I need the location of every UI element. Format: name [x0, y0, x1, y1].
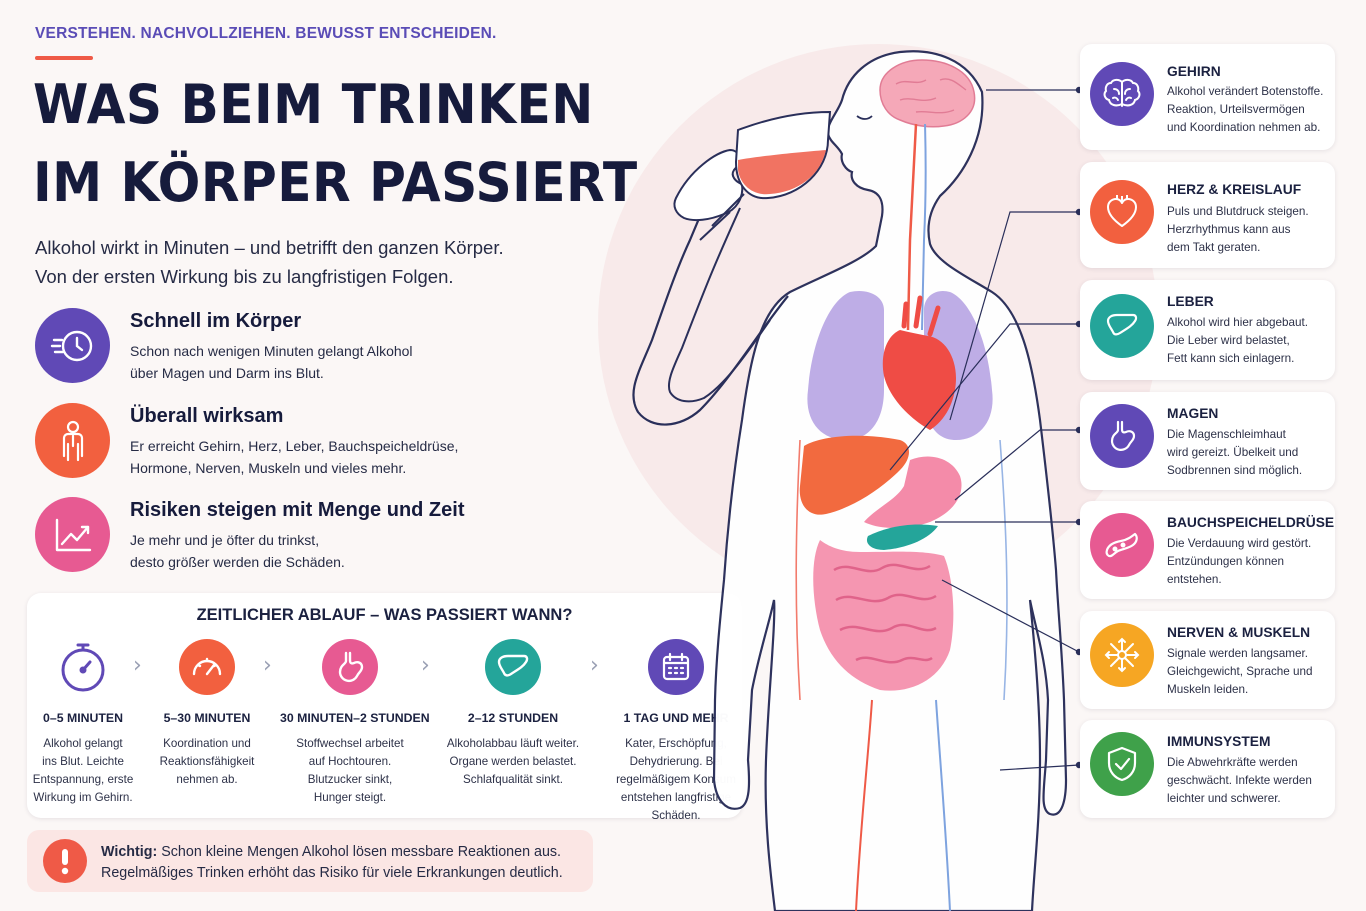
timeline-step: 2–12 STUNDEN Alkoholabbau läuft weiter.O…: [443, 631, 583, 789]
lead-text: Alkohol wirkt in Minuten – und betrifft …: [35, 233, 504, 291]
stomach-icon: [1090, 404, 1154, 468]
stopwatch-icon: [55, 639, 111, 695]
liver-icon: [485, 639, 541, 695]
timeline-step: 30 MINUTEN–2 STUNDEN Stoffwechsel arbeit…: [280, 631, 430, 807]
feature-everywhere: Überall wirksam Er erreicht Gehirn, Herz…: [35, 403, 595, 483]
feature-title: Überall wirksam: [130, 405, 284, 427]
timeline-title: ZEITLICHER ABLAUF – WAS PASSIERT WANN?: [196, 606, 573, 624]
lead-line-1: Alkohol wirkt in Minuten – und betrifft …: [35, 237, 504, 258]
pancreas-icon: [1090, 513, 1154, 577]
heart-icon: [1090, 180, 1154, 244]
organ-card-liver: LEBER Alkohol wird hier abgebaut.Die Leb…: [1080, 280, 1335, 380]
body-figure-icon: [35, 403, 110, 478]
shield-icon: [1090, 732, 1154, 796]
rising-chart-icon: [35, 497, 110, 572]
organ-card-nerves: NERVEN & MUSKELN Signale werden langsame…: [1080, 611, 1335, 709]
chevron-right-icon: ›: [133, 653, 142, 678]
organ-card-brain: GEHIRN Alkohol verändert Botenstoffe.Rea…: [1080, 44, 1335, 150]
warning-box: Wichtig: Schon kleine Mengen Alkohol lös…: [27, 830, 593, 892]
feature-text: Er erreicht Gehirn, Herz, Leber, Bauchsp…: [130, 438, 459, 476]
chevron-right-icon: ›: [590, 653, 599, 678]
page-title: WAS BEIM TRINKEN IM KÖRPER PASSIERT: [33, 66, 638, 222]
nerve-icon: [1090, 623, 1154, 687]
warning-text: Wichtig: Schon kleine Mengen Alkohol lös…: [101, 844, 563, 881]
feature-title: Risiken steigen mit Menge und Zeit: [130, 499, 465, 521]
liver-icon: [1090, 294, 1154, 358]
speedometer-icon: [179, 639, 235, 695]
feature-fast: Schnell im Körper Schon nach wenigen Min…: [35, 308, 595, 388]
timeline-panel: ZEITLICHER ABLAUF – WAS PASSIERT WANN? 0…: [27, 593, 742, 822]
feature-title: Schnell im Körper: [130, 310, 302, 332]
chevron-right-icon: ›: [263, 653, 272, 678]
feature-text: Je mehr und je öfter du trinkst,desto gr…: [130, 532, 345, 570]
organ-card-pancreas: BAUCHSPEICHELDRÜSE Die Verdauung wird ge…: [1080, 501, 1335, 599]
feature-text: Schon nach wenigen Minuten gelangt Alkoh…: [130, 343, 413, 381]
kicker: VERSTEHEN. NACHVOLLZIEHEN. BEWUSST ENTSC…: [35, 25, 497, 42]
exclamation-icon: [43, 839, 87, 883]
timeline-step: 1 TAG UND MEHR Kater, Erschöpfung,Dehydr…: [606, 631, 746, 825]
feature-risk: Risiken steigen mit Menge und Zeit Je me…: [35, 497, 595, 577]
stomach-icon: [322, 639, 378, 695]
organ-card-heart: HERZ & KREISLAUF Puls und Blutdruck stei…: [1080, 162, 1335, 268]
title-line-1: WAS BEIM TRINKEN: [33, 73, 594, 136]
chevron-right-icon: ›: [421, 653, 430, 678]
calendar-icon: [648, 639, 704, 695]
accent-line: [35, 56, 93, 60]
brain-icon: [1090, 62, 1154, 126]
title-line-2: IM KÖRPER PASSIERT: [33, 151, 638, 214]
fast-clock-icon: [35, 308, 110, 383]
lead-line-2: Von der ersten Wirkung bis zu langfristi…: [35, 266, 454, 287]
